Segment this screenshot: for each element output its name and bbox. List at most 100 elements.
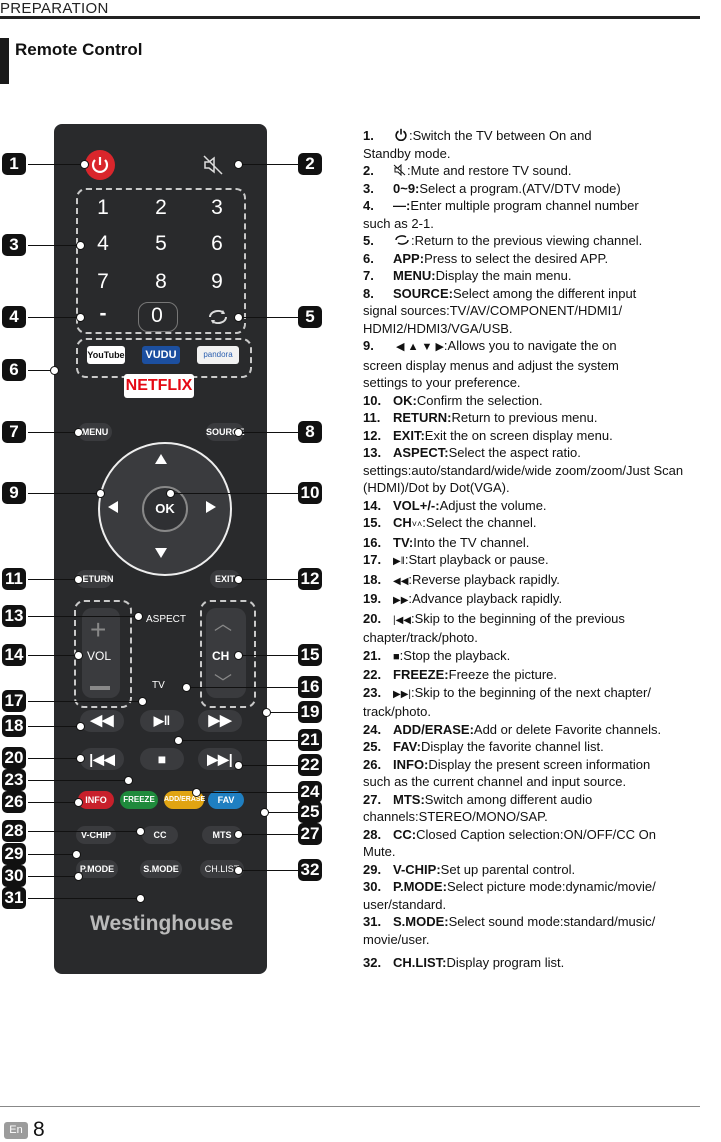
item-number: 24. xyxy=(363,721,382,737)
list-item: 20.|◀◀:Skip to the beginning of the prev… xyxy=(363,610,721,647)
rewind-icon: ◀◀ xyxy=(393,575,409,587)
item-number: 1. xyxy=(363,128,374,143)
brand-logo: Westinghouse xyxy=(90,912,234,935)
chlist-button: CH.LIST xyxy=(200,860,244,878)
power-icon xyxy=(395,128,407,142)
list-item: 9. ◀ ▲ ▼ ▶:Allows you to navigate the on… xyxy=(363,337,721,392)
dash-key: - xyxy=(99,302,107,325)
callout-dot xyxy=(134,612,143,621)
list-item: 30.P.MODE:Select picture mode:dynamic/mo… xyxy=(363,878,721,913)
item-text-cont: track/photo. xyxy=(363,704,431,719)
item-key: P.MODE: xyxy=(393,879,447,894)
item-text: Select among the different input xyxy=(452,285,637,301)
item-number: 30. xyxy=(363,879,382,894)
callout-number-badge: 11 xyxy=(2,568,26,590)
item-key: CH.LIST: xyxy=(393,955,447,970)
key-9: 9 xyxy=(211,270,223,293)
item-key: V-CHIP: xyxy=(393,861,441,877)
callout-dot xyxy=(80,160,89,169)
callout-dot xyxy=(76,241,85,250)
item-key: FAV: xyxy=(393,739,421,754)
item-key: APP: xyxy=(393,250,425,266)
footer-rule xyxy=(0,1106,700,1107)
item-text: Display the main menu. xyxy=(435,268,572,283)
item-number: 2. xyxy=(363,163,374,178)
callout-line xyxy=(238,834,298,835)
item-key: INFO: xyxy=(393,756,429,772)
youtube-app-button: YouTube xyxy=(87,346,125,364)
up-arrow-icon xyxy=(155,454,167,464)
item-number: 20. xyxy=(363,610,382,626)
callout-dot xyxy=(74,798,83,807)
item-text-cont: screen display menus and adjust the syst… xyxy=(363,357,619,391)
callout-number-badge: 22 xyxy=(298,754,322,776)
list-item: 16.TV:Into the TV channel. xyxy=(363,534,721,552)
item-text: Add or delete Favorite channels. xyxy=(473,721,662,737)
prev-track-button: |◀◀ xyxy=(80,748,124,770)
key-6: 6 xyxy=(211,232,223,255)
callout-line xyxy=(28,758,80,759)
item-text: :Switch the TV between On and xyxy=(409,128,592,143)
mute-button xyxy=(202,154,226,181)
item-number: 8. xyxy=(363,285,374,301)
item-number: 19. xyxy=(363,591,382,606)
callout-dot xyxy=(76,722,85,731)
callout-line xyxy=(28,245,80,246)
item-number: 27. xyxy=(363,791,382,807)
callout-line xyxy=(28,831,140,832)
item-text: Enter multiple program channel number xyxy=(410,198,639,213)
item-number: 11. xyxy=(363,410,381,425)
callout-dot xyxy=(192,788,201,797)
callout-number-badge: 1 xyxy=(2,153,26,175)
item-text: Confirm the selection. xyxy=(416,392,543,408)
ch-label: CH xyxy=(212,649,230,663)
list-item: 18.◀◀:Reverse playback rapidly. xyxy=(363,571,721,591)
callout-dot xyxy=(136,894,145,903)
list-item: 29.V-CHIP:Set up parental control. xyxy=(363,861,721,879)
item-text: Select the aspect ratio. xyxy=(448,445,581,460)
next-track-button: ▶▶| xyxy=(198,748,242,770)
power-button xyxy=(85,150,115,180)
list-item: 12.EXIT:Exit the on screen display menu. xyxy=(363,427,721,445)
callout-dot xyxy=(182,683,191,692)
section-marker xyxy=(0,38,9,84)
item-number: 13. xyxy=(363,445,382,460)
item-text: :Skip to the beginning of the next chapt… xyxy=(410,684,651,700)
item-text: :Allows you to navigate the on xyxy=(443,338,617,353)
mts-button: MTS xyxy=(202,826,242,844)
item-text: Closed Caption selection:ON/OFF/CC On xyxy=(416,826,656,842)
item-number: 3. xyxy=(363,180,374,196)
list-item: 23.▶▶|:Skip to the beginning of the next… xyxy=(363,684,721,721)
vudu-app-button: VUDU xyxy=(142,346,180,364)
ch-up-icon: ︿ xyxy=(214,614,232,634)
next-track-icon: ▶▶| xyxy=(393,688,411,700)
item-text: Adjust the volume. xyxy=(439,497,547,513)
ch-updown-icon: ˅˄ xyxy=(411,519,423,529)
callout-dot xyxy=(234,761,243,770)
list-item: 26.INFO:Display the present screen infor… xyxy=(363,756,721,791)
key-0: 0 xyxy=(151,304,163,327)
key-0-outline xyxy=(138,302,178,332)
list-item: 6.APP:Press to select the desired APP. xyxy=(363,250,721,268)
return-button: RETURN xyxy=(76,570,114,588)
item-number: 17. xyxy=(363,552,382,567)
item-text-cont: chapter/track/photo. xyxy=(363,630,478,645)
callout-number-badge: 23 xyxy=(2,769,26,791)
callout-line xyxy=(28,616,138,617)
item-key: OK: xyxy=(393,392,417,408)
source-button: SOURCE xyxy=(206,423,245,441)
callout-dot xyxy=(234,866,243,875)
key-8: 8 xyxy=(155,270,167,293)
play-pause-icon: ▶‖ xyxy=(393,556,405,567)
pmode-button: P.MODE xyxy=(76,860,118,878)
rewind-button: ◀◀ xyxy=(80,710,124,732)
vchip-button: V-CHIP xyxy=(76,826,116,844)
list-item: 28.CC:Closed Caption selection:ON/OFF/CC… xyxy=(363,826,721,861)
item-number: 14. xyxy=(363,497,382,513)
callout-line xyxy=(28,854,76,855)
callout-number-badge: 25 xyxy=(298,801,322,823)
recall-icon xyxy=(208,309,228,325)
vol-rocker xyxy=(82,608,120,698)
callout-line xyxy=(28,164,84,165)
callout-line xyxy=(196,792,298,793)
